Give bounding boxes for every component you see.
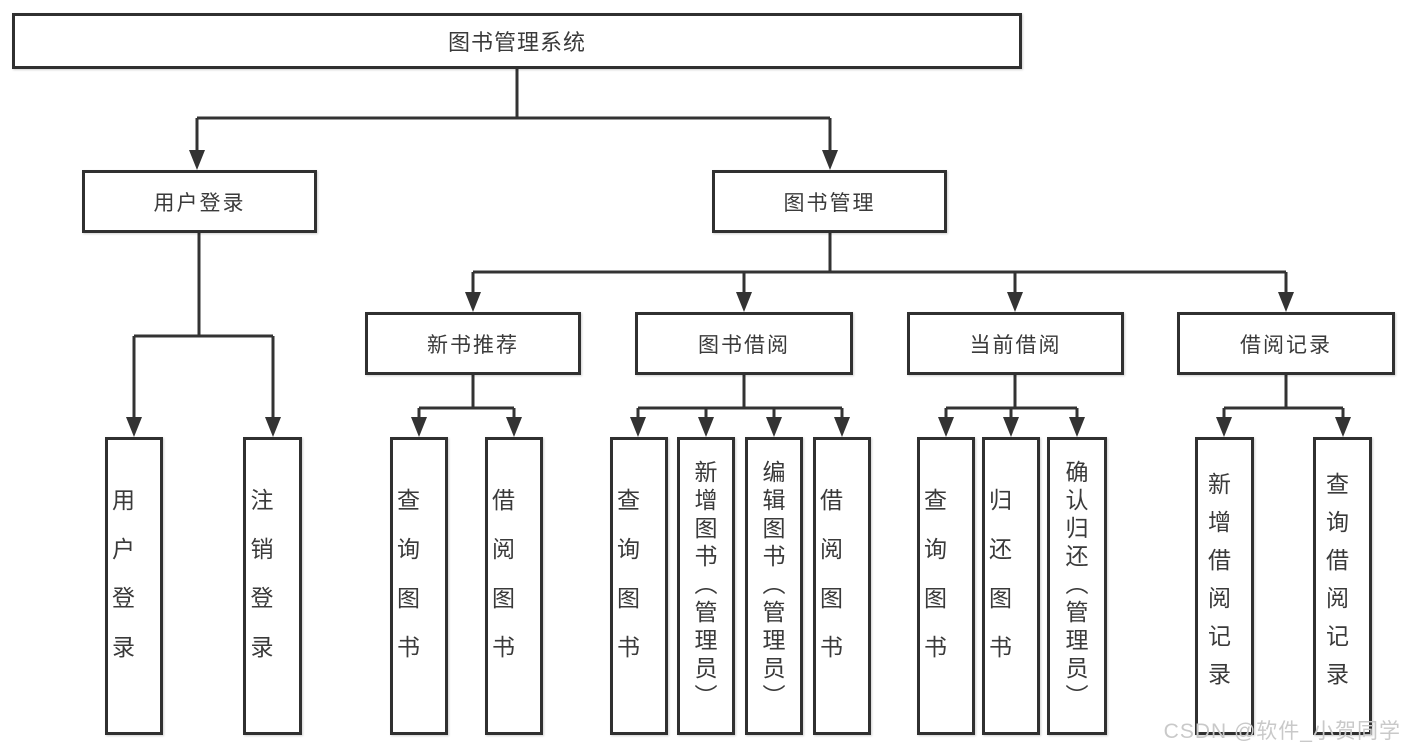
node-book-borrowing: 图书借阅: [635, 312, 853, 375]
leaf-borrow-books: 借阅图书: [813, 437, 871, 735]
leaf-query-borrow-record: 查询借阅记录: [1313, 437, 1372, 735]
leaf-confirm-return-admin: 确认归还（管理员）: [1047, 437, 1107, 735]
arrowhead-icons: [126, 150, 1351, 437]
leaf-query-books-recommend: 查询图书: [390, 437, 448, 735]
leaf-borrow-books-recommend: 借阅图书: [485, 437, 543, 735]
node-new-book-recommendation: 新书推荐: [365, 312, 581, 375]
leaf-edit-books-admin: 编辑图书（管理员）: [745, 437, 803, 735]
csdn-watermark: CSDN @软件_小贺同学: [1163, 720, 1401, 743]
leaf-query-books-current: 查询图书: [917, 437, 975, 735]
leaf-logout: 注销登录: [243, 437, 302, 735]
leaf-query-books-borrowing: 查询图书: [610, 437, 668, 735]
leaf-user-login: 用户登录: [105, 437, 163, 735]
leaf-return-books: 归还图书: [982, 437, 1040, 735]
node-user-login: 用户登录: [82, 170, 317, 233]
leaf-add-books-admin: 新增图书（管理员）: [677, 437, 735, 735]
leaf-add-borrow-record: 新增借阅记录: [1195, 437, 1254, 735]
node-borrowing-records: 借阅记录: [1177, 312, 1395, 375]
node-current-borrowing: 当前借阅: [907, 312, 1124, 375]
node-library-management-system: 图书管理系统: [12, 13, 1022, 69]
node-book-management: 图书管理: [712, 170, 947, 233]
